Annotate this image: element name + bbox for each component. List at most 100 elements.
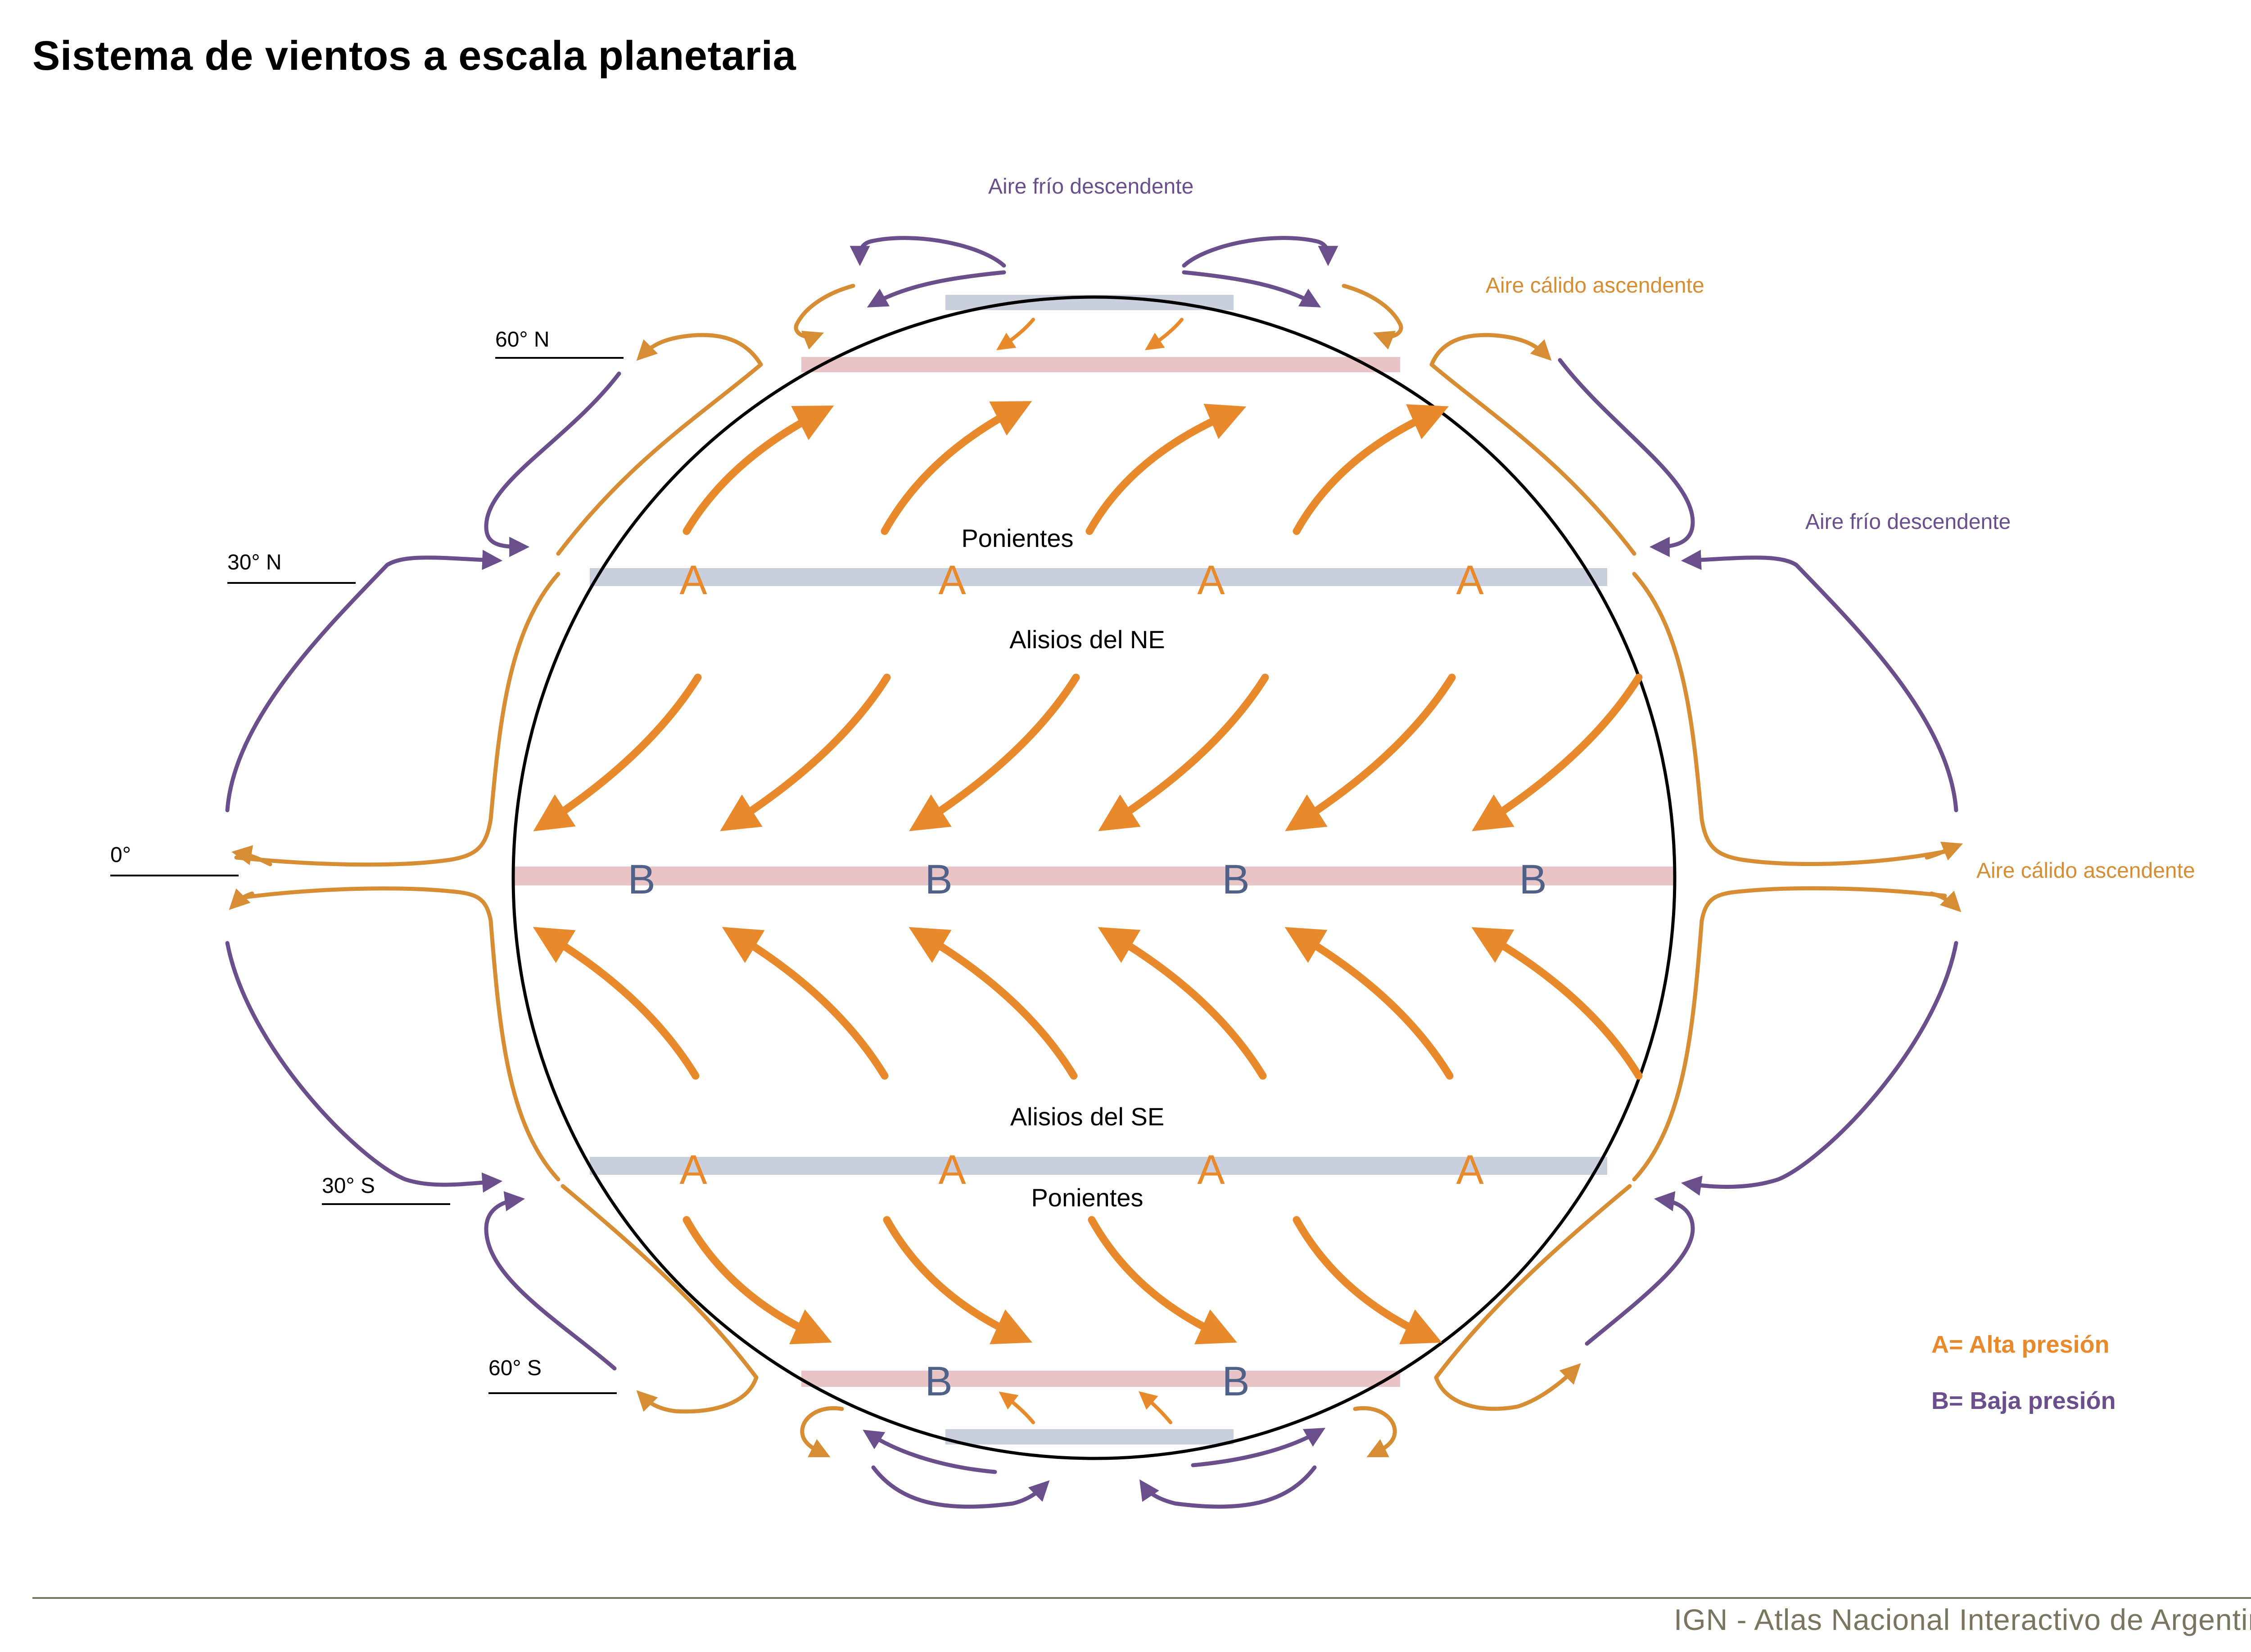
cell-arrow: [1353, 1406, 1397, 1458]
wind-arrow: [999, 1391, 1035, 1424]
legend-high: A= Alta presión: [1931, 1331, 2110, 1358]
lat-30n-label: 30° N: [227, 551, 282, 574]
wind-arrow: [1285, 673, 1456, 831]
cell-flow: [1429, 362, 1636, 556]
cell-flow: [556, 362, 763, 556]
low-band-equator: [513, 867, 1675, 885]
cell-arrow: [1191, 1427, 1326, 1467]
wind-arrow: [720, 673, 891, 831]
cell-flow: [1434, 1184, 1632, 1380]
left-cells-purple: [225, 236, 1050, 1509]
lat-30s-label: 30° S: [322, 1174, 375, 1198]
pressure-bands: [513, 295, 1675, 1444]
low-mark: B: [925, 857, 952, 903]
lat-0-label: 0°: [110, 843, 131, 867]
wind-arrow: [1098, 927, 1267, 1080]
cell-arrow: [1681, 550, 1958, 812]
cell-arrow: [636, 1375, 759, 1414]
cell-arrow: [1681, 941, 1958, 1196]
cold-descending-right-label: Aire frío descendente: [1805, 510, 2011, 534]
footer-credit: IGN - Atlas Nacional Interactivo de Arge…: [1673, 1603, 2251, 1636]
wind-arrow: [909, 673, 1080, 831]
cell-flow: [1632, 918, 1704, 1182]
cell-arrow: [1558, 358, 1695, 557]
cell-flow: [488, 918, 560, 1182]
zone-labels: Ponientes Alisios del NE Alisios del SE …: [961, 524, 1165, 1212]
westerlies-north-label: Ponientes: [961, 524, 1073, 552]
wind-arrow: [1145, 318, 1184, 350]
westerlies-south-arrows: [683, 1216, 1442, 1345]
wind-arrow: [722, 927, 889, 1080]
high-mark: A: [1456, 1147, 1484, 1193]
cell-arrow: [867, 270, 1006, 307]
cell-arrow: [484, 1191, 617, 1371]
wind-arrow: [683, 1216, 832, 1345]
wind-arrow: [1098, 673, 1269, 831]
low-mark: B: [1222, 857, 1249, 903]
cell-flow: [560, 1184, 759, 1380]
low-mark: B: [1222, 1359, 1249, 1404]
cell-arrow: [1342, 284, 1403, 350]
footer-divider: [32, 1597, 2251, 1599]
cell-arrow: [850, 236, 1006, 268]
page-title: Sistema de vientos a escala planetaria: [32, 33, 796, 79]
warm-ascending-right-label: Aire cálido ascendente: [1976, 859, 2195, 883]
cold-descending-top-label: Aire frío descendente: [988, 175, 1193, 199]
wind-arrow: [1284, 927, 1454, 1080]
wind-arrow: [533, 927, 700, 1080]
lat-60n-label: 60° N: [495, 328, 550, 352]
polar-north-arrows: [996, 318, 1184, 350]
right-cells-purple: [1139, 236, 1958, 1509]
wind-arrow: [996, 318, 1035, 350]
westerlies-south-label: Ponientes: [1031, 1183, 1143, 1212]
cell-arrow: [484, 371, 621, 557]
cell-arrow: [636, 333, 763, 367]
wind-arrow: [909, 927, 1078, 1080]
wind-arrow: [533, 673, 702, 831]
left-cells-orange: [229, 284, 855, 1458]
cell-arrow: [871, 1465, 1050, 1509]
wind-arrow: [1293, 404, 1449, 535]
wind-arrow: [1139, 1391, 1172, 1424]
low-band-60s: [801, 1371, 1400, 1387]
low-mark: B: [925, 1359, 952, 1404]
wind-arrow: [881, 401, 1032, 535]
cell-arrow: [229, 888, 254, 910]
cell-arrow: [1929, 890, 1962, 912]
low-mark: B: [628, 857, 655, 903]
warm-ascending-top-label: Aire cálido ascendente: [1486, 274, 1704, 298]
cell-flow: [236, 886, 493, 923]
high-band-30n: [590, 568, 1607, 586]
right-cells-orange: [1342, 284, 1963, 1458]
cell-flow: [234, 572, 560, 867]
cell-arrow: [1182, 236, 1338, 268]
cell-arrow: [231, 845, 272, 867]
earth-circle: [511, 295, 1677, 1460]
trades-se-label: Alisios del SE: [1010, 1102, 1164, 1131]
high-mark: A: [1197, 557, 1225, 603]
legend-low: B= Baja presión: [1931, 1387, 2116, 1414]
high-mark: A: [1197, 1147, 1225, 1193]
wind-arrow: [1471, 927, 1643, 1080]
pressure-letters: A A A A B B B B A A A A B B: [628, 557, 1546, 1404]
cell-flow: [1632, 572, 1952, 867]
high-mark: A: [938, 557, 966, 603]
ne-trades-arrows: [533, 673, 1643, 831]
cell-arrow: [863, 1430, 997, 1474]
high-band-30s: [590, 1157, 1607, 1175]
high-mark: A: [938, 1147, 966, 1193]
wind-arrow: [1088, 1216, 1237, 1345]
cell-arrow: [225, 550, 503, 812]
cell-arrow: [1182, 270, 1321, 307]
legend: A= Alta presión B= Baja presión: [1931, 1331, 2116, 1414]
high-mark: A: [1456, 557, 1484, 603]
cell-arrow: [1585, 1191, 1695, 1346]
wind-arrow: [1472, 673, 1643, 831]
wind-arrow: [1293, 1216, 1442, 1345]
cell-arrow: [1925, 841, 1963, 861]
low-band-south-pole: [945, 1429, 1234, 1444]
trades-ne-label: Alisios del NE: [1009, 625, 1165, 654]
wind-arrow: [683, 406, 834, 535]
cell-arrow: [1429, 333, 1552, 367]
